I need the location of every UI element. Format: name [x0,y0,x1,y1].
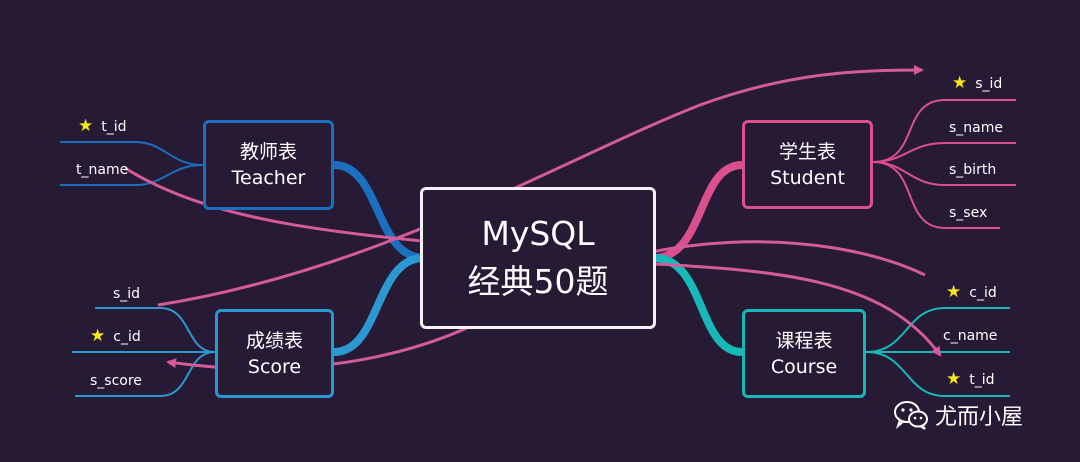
course-field-c-id: ★ c_id [946,282,997,302]
teacher-field-t-name: t_name [76,162,128,178]
student-field-connectors [872,99,1016,229]
student-field-s-sex: s_sex [949,205,987,221]
teacher-table-node: 教师表 Teacher [203,120,334,210]
field-label: s_name [949,120,1003,136]
field-label: s_sex [949,205,988,221]
score-title-en: Score [247,355,302,378]
watermark: 尤而小屋 [893,399,1023,431]
field-label: t_name [76,162,129,178]
field-label: s_id [113,286,141,302]
course-table-node: 课程表 Course [742,309,866,398]
score-table-node: 成绩表 Score [215,309,334,398]
score-sid-to-student-sid-arrow [157,65,924,307]
student-title-en: Student [770,166,845,189]
course-title-en: Course [770,355,838,378]
course-field-c-name: c_name [943,328,997,344]
field-label: t_id [969,372,995,388]
field-label: t_id [101,119,127,135]
field-label: s_id [975,76,1003,92]
wechat-icon [894,401,928,430]
primary-key-star-icon: ★ [946,369,962,389]
student-field-s-id: ★ s_id [952,73,1003,93]
course-branch [655,254,743,356]
primary-key-star-icon: ★ [90,326,106,346]
teacher-branch [333,161,423,262]
student-table-node: 学生表 Student [742,120,873,209]
primary-key-star-icon: ★ [78,116,94,136]
teacher-field-t-id: ★ t_id [78,116,127,136]
field-label: c_id [113,329,141,345]
course-title-cn: 课程表 [775,329,833,352]
primary-key-star-icon: ★ [946,282,962,302]
score-title-cn: 成绩表 [245,329,303,352]
teacher-title-en: Teacher [231,167,306,189]
student-title-cn: 学生表 [778,140,836,163]
primary-key-star-icon: ★ [952,73,968,93]
course-field-t-id: ★ t_id [946,369,995,389]
center-node: MySQL 经典50题 [420,187,656,329]
score-field-s-id: s_id [113,286,140,302]
teacher-field-connectors [60,141,204,186]
student-field-s-birth: s_birth [949,162,996,178]
score-branch [333,254,423,356]
student-field-s-name: s_name [949,120,1003,136]
field-label: s_score [90,373,142,389]
score-field-connectors [72,307,216,397]
center-title-cn: 经典50题 [467,262,609,301]
score-field-s-score: s_score [90,373,142,389]
field-label: c_id [969,285,997,301]
field-label: s_birth [949,162,997,178]
field-label: c_name [943,328,998,344]
center-title-en: MySQL [481,214,595,253]
teacher-title-cn: 教师表 [239,141,297,163]
score-field-c-id: ★ c_id [90,326,141,346]
student-branch [655,161,743,262]
watermark-text: 尤而小屋 [935,405,1024,430]
